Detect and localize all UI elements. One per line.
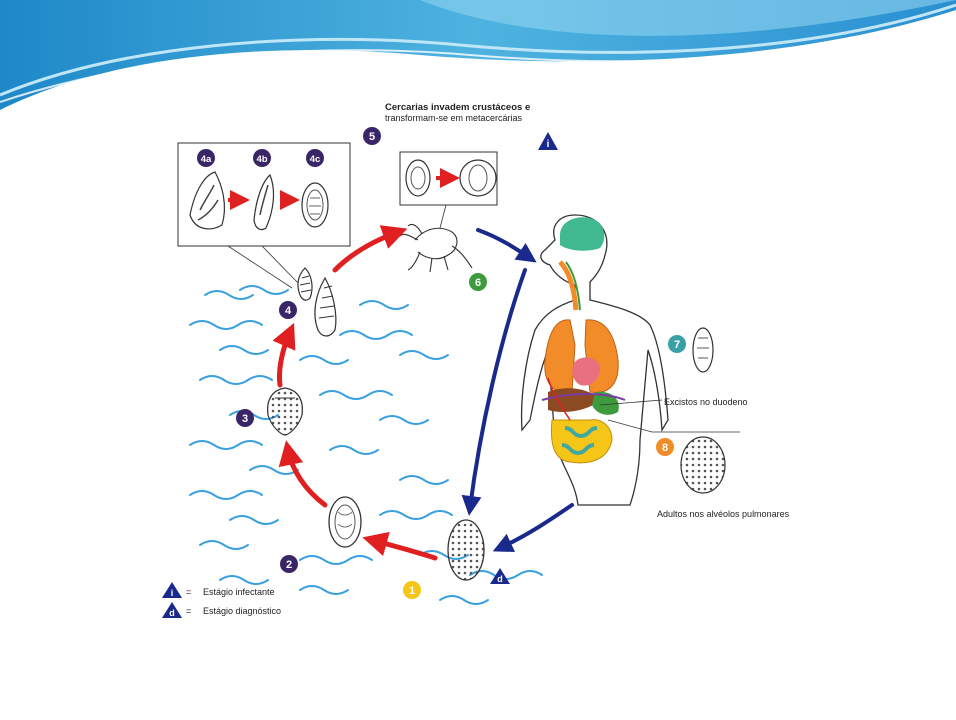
cercaria-4c xyxy=(301,182,329,228)
svg-text:d: d xyxy=(169,608,175,618)
legend: i = Estágio infectante d = Estágio diagn… xyxy=(162,582,281,618)
stage-1-badge: 1 xyxy=(403,581,421,599)
stage-7-badge: 7 xyxy=(668,335,686,353)
svg-text:4: 4 xyxy=(285,305,292,317)
legend-diagnostic-label: Estágio diagnóstico xyxy=(203,606,281,616)
svg-text:3: 3 xyxy=(242,413,248,425)
environment-cycle-arrows xyxy=(272,225,438,561)
stage-5-inset xyxy=(399,151,498,206)
svg-text:7: 7 xyxy=(674,339,680,351)
lungs-label: Adultos nos alvéolos pulmonares xyxy=(657,509,790,519)
stage-3-badge: 3 xyxy=(236,409,254,427)
stage-4b-badge: 4b xyxy=(253,149,271,167)
svg-text:i: i xyxy=(171,588,174,598)
snail-hosts xyxy=(297,267,337,337)
embryonated-egg xyxy=(328,496,362,548)
svg-text:6: 6 xyxy=(475,277,481,289)
stage-4a-badge: 4a xyxy=(197,149,215,167)
svg-text:4b: 4b xyxy=(256,154,267,165)
stage-2-badge: 2 xyxy=(280,555,298,573)
stage-4-badge: 4 xyxy=(279,301,297,319)
legend-diagnostic-row: d = Estágio diagnóstico xyxy=(162,602,281,618)
top-note-line1: Cercarias invadem crustáceos e xyxy=(385,102,530,113)
crustacean-host xyxy=(399,223,473,273)
stage-6-badge: 6 xyxy=(469,273,487,291)
unembryonated-egg xyxy=(447,519,485,581)
sporocyst-4a xyxy=(189,171,226,230)
svg-text:4c: 4c xyxy=(310,154,321,165)
stage-4c-badge: 4c xyxy=(306,149,324,167)
header-wave-decoration xyxy=(0,0,956,110)
stage-4-inset: 4a 4b 4c xyxy=(177,142,351,247)
svg-text:i: i xyxy=(547,139,550,150)
svg-text:5: 5 xyxy=(369,131,375,143)
top-note: Cercarias invadem crustáceos e transform… xyxy=(385,102,530,123)
svg-text:d: d xyxy=(497,574,503,584)
duodenum-label: Excistos no duodeno xyxy=(664,397,748,407)
svg-text:4a: 4a xyxy=(201,154,212,165)
legend-infective-label: Estágio infectante xyxy=(203,587,275,597)
infective-stage-icon: i xyxy=(538,132,558,150)
human-host xyxy=(520,214,669,506)
svg-text:8: 8 xyxy=(662,442,668,454)
legend-infective-row: i = Estágio infectante xyxy=(162,582,275,598)
svg-text:=: = xyxy=(186,587,191,597)
stage-5-badge: 5 xyxy=(363,127,381,145)
human-cycle-arrows xyxy=(461,228,574,553)
miracidium xyxy=(267,387,303,436)
top-note-line2: transformam-se em metacercárias xyxy=(385,113,523,123)
diagnostic-stage-icon: d xyxy=(490,568,510,584)
excysted-metacercaria xyxy=(692,327,714,373)
svg-text:1: 1 xyxy=(409,585,415,597)
svg-text:2: 2 xyxy=(286,559,292,571)
svg-text:=: = xyxy=(186,606,191,616)
stage-8-badge: 8 xyxy=(656,438,674,456)
adult-fluke xyxy=(680,436,726,494)
